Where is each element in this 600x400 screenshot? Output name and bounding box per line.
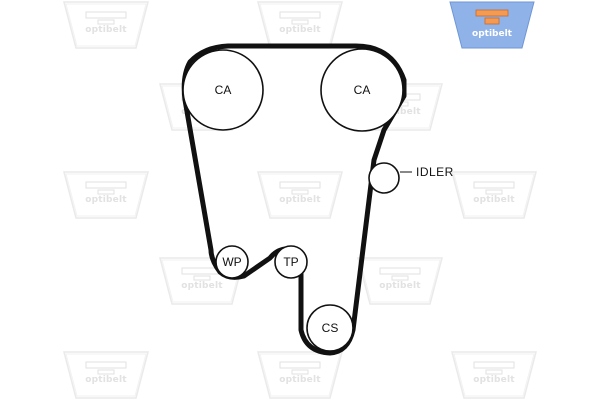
pulley-tp-label: TP [283,255,298,269]
watermark-badge: optibelt [63,351,149,399]
watermark-text: optibelt [279,25,321,35]
watermark-text: optibelt [85,375,127,385]
pulley-idler: IDLER [368,162,454,194]
watermark-text: optibelt [85,25,127,35]
watermark-badge: optibelt [63,171,149,219]
watermark-badge: optibelt [357,83,443,131]
watermark-grid: optibelt optibelt optibelt optibelt opti… [63,1,537,399]
watermark-badge: optibelt [257,351,343,399]
watermark-text: optibelt [85,195,127,205]
watermark-badge: optibelt [63,1,149,49]
watermark-badge: optibelt [257,1,343,49]
pulley-ca-left-label: CA [215,83,232,97]
watermark-text: optibelt [379,281,421,291]
watermark-badge: optibelt [159,257,245,305]
watermark-text: optibelt [279,195,321,205]
watermark-badge: optibelt [357,257,443,305]
watermark-text: optibelt [181,281,223,291]
watermark-badge: optibelt [257,171,343,219]
pulley-wp-label: WP [222,255,241,269]
pulley-ca-right: CA [320,48,404,132]
brand-logo-text: optibelt [472,29,513,39]
watermark-text: optibelt [279,375,321,385]
watermark-text: optibelt [379,107,421,117]
pulley-ca-left: CA [182,49,264,131]
watermark-text: optibelt [473,195,515,205]
pulley-idler-label: IDLER [416,165,454,179]
pulley-wp: WP [215,245,249,279]
watermark-badge: optibelt [451,171,537,219]
pulley-cs-label: CS [322,321,339,335]
pulley-tp: TP [274,245,308,279]
watermark-badge: optibelt [451,351,537,399]
pulley-cs: CS [306,304,354,352]
pulley-ca-right-label: CA [354,83,371,97]
brand-logo: optibelt [449,1,535,49]
watermark-text: optibelt [473,375,515,385]
